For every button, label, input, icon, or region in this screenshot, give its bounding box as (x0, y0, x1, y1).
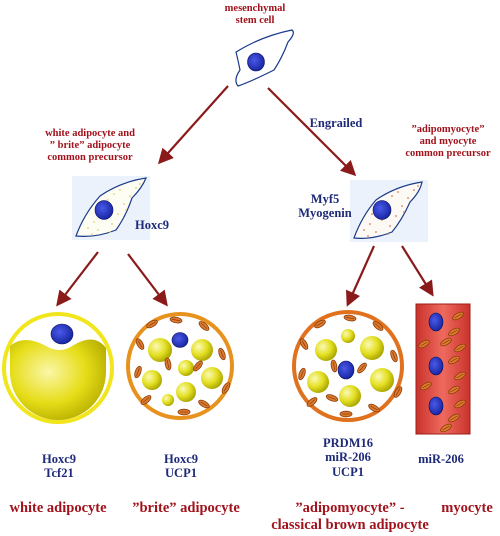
myocyte-markers: miR-206 (418, 452, 464, 466)
arrow-to-white-adipocyte (56, 251, 99, 307)
arrow-stem-to-right-precursor (267, 87, 357, 177)
left-precursor-cell (72, 176, 150, 240)
white-adipocyte-name: white adipocyte (9, 500, 107, 516)
brite-adipocyte-cell (126, 312, 234, 420)
brown-adipocyte-markers: PRDM16 miR-206 UCP1 (323, 436, 373, 479)
right-precursor-nucleus (372, 200, 392, 220)
brite-adipocyte-nucleus (171, 332, 189, 348)
brown-adipocyte-nucleus (337, 360, 355, 380)
stem-cell-label: mesenchymal stem cell (224, 3, 286, 27)
right-precursor-markers: Myf5 Myogenin (298, 192, 352, 221)
brite-adipocyte-name: ”brite” adipocyte (132, 500, 240, 516)
engrailed-label: Engrailed (309, 116, 363, 130)
myocyte-nucleus-3 (428, 396, 444, 416)
left-precursor-label: white adipocyte and ” brite” adipocyte c… (45, 128, 135, 164)
myocyte-nucleus-2 (428, 356, 444, 376)
brown-adipocyte-name: ”adipomyocyte” - classical brown adipocy… (271, 500, 429, 533)
right-precursor-label: ”adipomyocyte” and myocyte common precur… (405, 124, 491, 160)
stem-cell (235, 29, 294, 87)
white-adipocyte-nucleus (50, 323, 74, 345)
stem-cell-nucleus (247, 52, 265, 72)
white-adipocyte-cell (2, 312, 114, 424)
white-adipocyte-markers: Hoxc9 Tcf21 (41, 452, 77, 481)
arrow-to-brown-adipocyte (346, 245, 376, 307)
left-precursor-nucleus (94, 200, 114, 220)
right-precursor-cell (350, 180, 428, 242)
myocyte-cell (415, 303, 471, 435)
arrow-to-myocyte (401, 245, 434, 297)
myocyte-nucleus-1 (428, 312, 444, 332)
arrow-to-brite-adipocyte (127, 253, 168, 307)
brite-adipocyte-markers: Hoxc9 UCP1 (163, 452, 199, 481)
arrow-stem-to-left-precursor (157, 85, 229, 165)
myocyte-name: myocyte (441, 500, 493, 516)
left-precursor-marker: Hoxc9 (134, 218, 170, 232)
brown-adipocyte-cell (292, 310, 404, 422)
